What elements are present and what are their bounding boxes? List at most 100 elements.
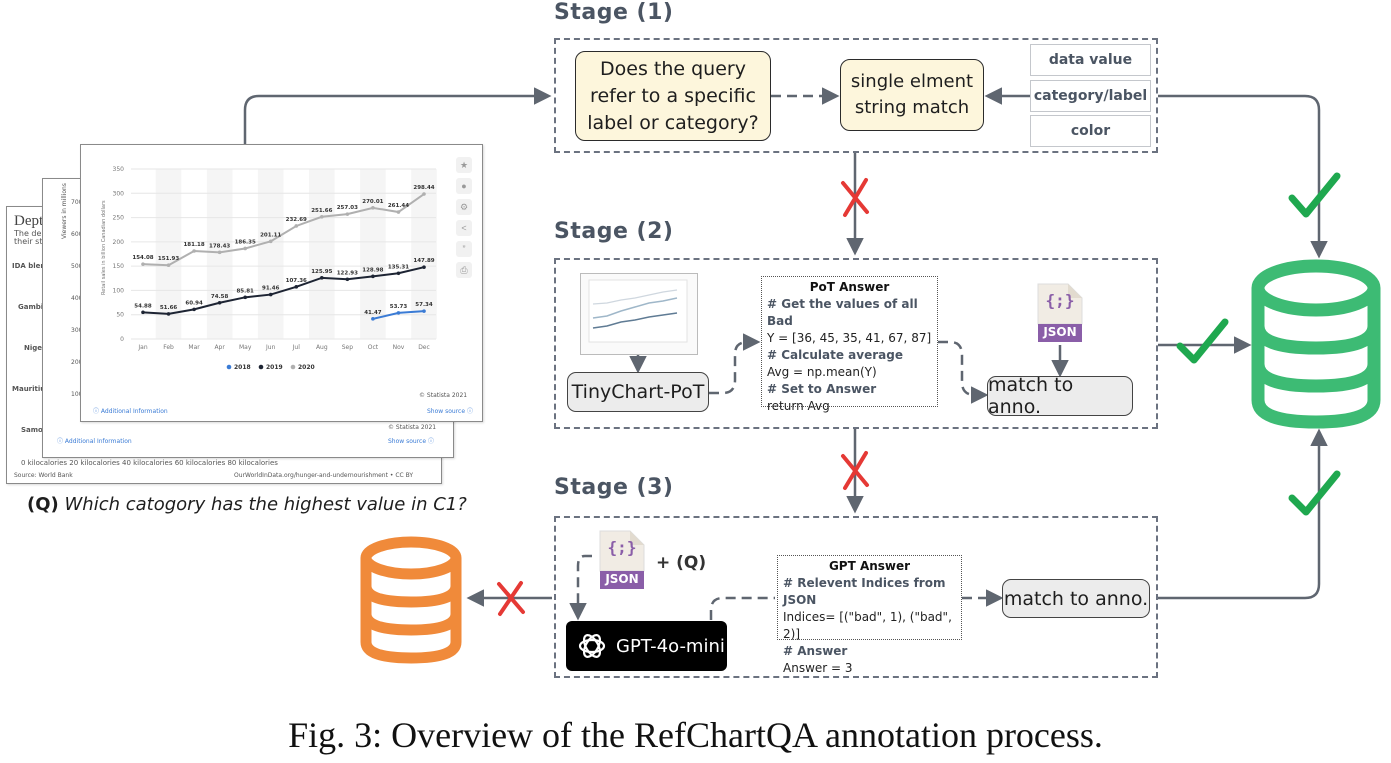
y-tick-label: 250	[113, 215, 125, 222]
data-point	[217, 250, 222, 255]
cross-icon	[841, 178, 869, 217]
code-comment: # Get the values of all Bad	[767, 297, 918, 328]
gear-icon[interactable]: ⚙	[456, 199, 472, 215]
data-point	[371, 274, 375, 279]
legend-label: 2020	[298, 364, 315, 371]
data-label: 53.73	[390, 304, 408, 310]
json-label: JSON	[1043, 325, 1077, 339]
query-line: Does the query	[600, 57, 746, 80]
database-green-icon	[1251, 259, 1381, 429]
query-check-box: Does the query refer to a specific label…	[575, 51, 771, 141]
cross-icon	[497, 581, 525, 616]
data-label: 54.88	[134, 303, 152, 309]
data-label: 107.36	[286, 278, 307, 284]
check-icon	[1176, 318, 1229, 364]
data-point	[141, 262, 145, 266]
x-tick-label: Sep	[342, 344, 354, 351]
gpt-answer-title: GPT Answer	[828, 559, 911, 573]
code-line: return Avg	[767, 399, 830, 413]
json-glyph: {;}	[607, 538, 637, 557]
x-tick-label: Jan	[137, 344, 147, 351]
y-tick-label: 350	[113, 166, 125, 173]
code-line: Avg = np.mean(Y)	[767, 365, 877, 379]
data-point	[166, 312, 171, 316]
share-icon[interactable]: <	[456, 220, 472, 236]
country-label: Niger	[24, 344, 46, 352]
back-chart-source-right: OurWorldInData.org/hunger-and-undernouri…	[234, 472, 414, 479]
column-band	[257, 169, 284, 339]
front-additional-info[interactable]: ⓘ Additional Information	[93, 408, 168, 415]
data-label: 51.66	[160, 305, 178, 311]
data-point	[396, 311, 401, 315]
y-tick: 400	[71, 295, 83, 302]
json-to-gpt-arrow	[569, 554, 592, 621]
info-icon: ⓘ	[57, 438, 65, 445]
info-icon: ⓘ	[93, 408, 101, 415]
code-comment: # Set to Answer	[767, 382, 877, 396]
data-label: 270.01	[362, 199, 383, 205]
info-icon: ⓘ	[465, 408, 473, 415]
x-tick-label: Oct	[368, 344, 379, 351]
y-tick-label: 300	[113, 190, 125, 197]
data-label: 181.18	[183, 242, 204, 248]
json-file-icon: {;} JSON	[1036, 282, 1084, 344]
data-label: 125.95	[311, 269, 332, 275]
x-tick-label: Dec	[418, 344, 430, 351]
data-label: 60.94	[185, 300, 203, 306]
data-point	[345, 212, 350, 216]
data-label: 154.08	[132, 255, 153, 261]
code-to-match-arrow	[938, 340, 989, 404]
data-point	[345, 277, 350, 282]
y-tick-label: 0	[120, 336, 124, 343]
query-line: refer to a specific	[590, 84, 756, 107]
stage3-box	[554, 516, 1158, 678]
data-label: 128.98	[362, 267, 383, 273]
data-label: 178.43	[209, 243, 230, 249]
legend-marker	[258, 364, 264, 370]
data-label: 251.66	[311, 208, 332, 214]
json-label: JSON	[605, 572, 639, 586]
data-label: 135.31	[388, 264, 409, 270]
y-tick: 100	[71, 391, 83, 398]
star-icon[interactable]: ★	[456, 157, 472, 173]
x-tick-label: Feb	[163, 344, 174, 351]
data-label: 298.44	[413, 185, 434, 191]
print-icon[interactable]: ⎙	[456, 262, 472, 278]
quote-icon[interactable]: ”	[456, 241, 472, 257]
middle-additional-info[interactable]: ⓘ Additional Information	[57, 438, 132, 445]
attribute-data-value: data value	[1030, 44, 1151, 76]
stage1-to-db-arrow	[1158, 94, 1328, 259]
data-point	[422, 309, 426, 313]
back-chart-x-axis: 0 kilocalories 20 kilocalories 40 kiloca…	[21, 459, 278, 467]
y-tick: 700	[71, 199, 83, 206]
chart-thumbnail	[580, 273, 698, 355]
attribute-color: color	[1030, 115, 1151, 147]
column-band	[155, 169, 182, 339]
check-icon	[1288, 172, 1341, 218]
data-point	[294, 285, 299, 289]
x-tick-label: Aug	[316, 344, 328, 351]
y-axis-label: Retail sales in billion Canadian dollars	[101, 200, 107, 295]
data-point	[294, 224, 299, 228]
middle-show-source[interactable]: Show source ⓘ	[388, 438, 434, 445]
legend-label: 2018	[234, 364, 251, 371]
data-label: 147.89	[413, 258, 434, 264]
bell-icon[interactable]: ●	[456, 178, 472, 194]
stage3-to-db-arrow	[1158, 428, 1328, 600]
attribute-category-label: category/label	[1030, 80, 1151, 112]
chart-to-stage1-arrow	[243, 87, 552, 144]
data-label: 85.81	[236, 288, 254, 294]
x-tick-label: Jul	[292, 344, 301, 351]
code-comment: # Relevent Indices from JSON	[783, 576, 946, 607]
y-tick: 500	[71, 263, 83, 270]
stage2-match-box: match to anno.	[987, 374, 1133, 418]
front-show-source[interactable]: Show source ⓘ	[427, 408, 473, 415]
code-line: Answer = 3	[783, 661, 853, 675]
x-tick-label: Apr	[214, 344, 225, 351]
data-point	[371, 206, 375, 210]
data-label: 91.46	[262, 286, 280, 292]
data-label: 74.58	[211, 294, 229, 300]
data-label: 257.03	[337, 205, 358, 211]
data-point	[141, 310, 145, 315]
tinychart-pot-box: TinyChart-PoT	[567, 372, 709, 412]
